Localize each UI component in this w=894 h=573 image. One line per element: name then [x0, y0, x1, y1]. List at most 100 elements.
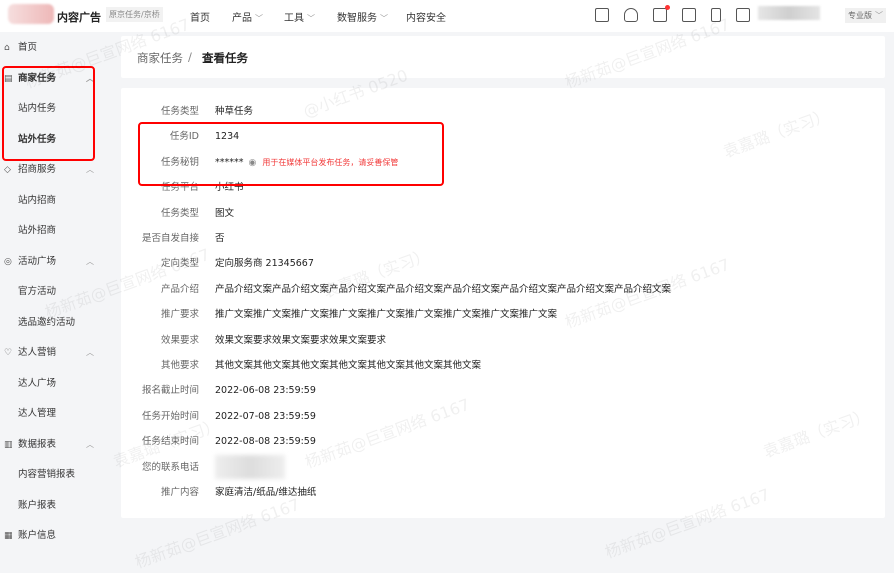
- sidebar-item[interactable]: 达人管理: [0, 407, 105, 421]
- logo[interactable]: [8, 4, 54, 24]
- chevron-up-icon: ︿: [86, 165, 94, 174]
- sidebar-item-label: 商家任务: [18, 72, 57, 84]
- account-subtitle[interactable]: 原京任务/京桥: [106, 7, 163, 22]
- detail-label: 报名截止时间: [141, 385, 199, 397]
- detail-value: 否: [215, 233, 225, 244]
- detail-label: 产品介绍: [160, 283, 199, 295]
- sidebar-item[interactable]: ⌂ 首页: [0, 41, 105, 55]
- detail-row: 任务类型图文: [121, 207, 885, 221]
- detail-value: 推广文案推广文案推广文案推广文案推广文案推广文案推广文案推广文案推广文案: [215, 309, 558, 321]
- sidebar-item[interactable]: ♡达人营销︿: [0, 346, 105, 360]
- detail-value: 其他文案其他文案其他文案其他文案其他文案其他文案其他文案: [215, 360, 482, 371]
- sidebar-item-label: 数据报表: [18, 438, 57, 450]
- detail-value: 定向服务商 21345667: [215, 258, 314, 270]
- report-icon: ▥: [4, 439, 13, 450]
- nav-label: 内容安全: [406, 13, 446, 24]
- sidebar-item[interactable]: ▤ 商家任务 ︿: [0, 72, 105, 86]
- nav-label: 数智服务: [337, 13, 377, 24]
- chevron-up-icon: ︿: [86, 73, 94, 83]
- detail-label: 任务类型: [160, 106, 199, 117]
- nav-item[interactable]: 数智服务﹀: [337, 9, 388, 24]
- sidebar-item[interactable]: ▥ 数据报表 ︿: [0, 438, 105, 452]
- detail-row: 推广要求推广文案推广文案推广文案推广文案推广文案推广文案推广文案推广文案推广文案: [121, 308, 885, 322]
- chevron-up-icon: ︿: [86, 439, 94, 449]
- chevron-up-icon: ︿: [86, 256, 94, 266]
- detail-row: 报名截止时间 2022-06-08 23:59:59: [121, 384, 885, 398]
- sidebar-item[interactable]: 站外任务: [0, 133, 105, 147]
- detail-row: 其他要求其他文案其他文案其他文案其他文案其他文案其他文案其他文案: [121, 359, 885, 373]
- detail-value: 小红书: [215, 182, 244, 194]
- sidebar-item-label: 选品邀约活动: [18, 316, 76, 328]
- nav-item[interactable]: 内容安全: [406, 9, 446, 24]
- brand-title: 内容广告: [57, 11, 101, 24]
- sidebar: ⌂ 首页 ▤ 商家任务 ︿ 站内任务站外任务 ◇招商服务︿ 站内招商站外招商 ◎活动广场︿ 官方活…: [0, 32, 105, 544]
- nav-item[interactable]: 首页: [190, 9, 210, 24]
- detail-row: 定向类型 定向服务商 21345667: [121, 257, 885, 271]
- sidebar-item[interactable]: 内容营销报表: [0, 468, 105, 482]
- detail-label: 任务类型: [160, 207, 199, 219]
- detail-row: 任务平台小红书: [121, 181, 885, 195]
- edition-dropdown[interactable]: 专业版﹀: [845, 8, 886, 23]
- top-bar: 内容广告 原京任务/京桥 首页产品﹀工具﹀数智服务﹀内容安全 专业版﹀: [0, 0, 894, 32]
- detail-value: 种草任务: [215, 106, 254, 117]
- nav-item[interactable]: 产品﹀: [232, 9, 263, 24]
- eye-icon[interactable]: ◉: [248, 157, 257, 168]
- sidebar-item[interactable]: 站内任务: [0, 102, 105, 116]
- detail-row: 产品介绍 产品介绍文案产品介绍文案产品介绍文案产品介绍文案产品介绍文案产品介绍文案…: [121, 283, 885, 297]
- screen-icon[interactable]: [736, 8, 750, 22]
- detail-label: 定向类型: [160, 258, 199, 270]
- sidebar-item[interactable]: 选品邀约活动: [0, 316, 105, 330]
- sidebar-item[interactable]: 站外招商: [0, 224, 105, 238]
- secret-hint: 用于在媒体平台发布任务，请妥善保管: [262, 157, 399, 167]
- detail-label: 任务秘钥: [160, 156, 199, 168]
- chevron-down-icon: ﹀: [380, 14, 388, 23]
- nav-label: 首页: [190, 13, 210, 24]
- search-doc-icon[interactable]: [595, 8, 609, 22]
- sidebar-item[interactable]: 站内招商: [0, 194, 105, 208]
- notification-dot: [665, 5, 670, 10]
- sidebar-item-label: 站内招商: [18, 194, 57, 206]
- sidebar-item[interactable]: ▦ 账户信息: [0, 529, 105, 543]
- home-icon: ⌂: [4, 43, 10, 53]
- sidebar-item-label: 达人广场: [18, 377, 57, 389]
- detail-value: 2022-06-08 23:59:59: [215, 385, 316, 397]
- nav-item[interactable]: 工具﹀: [284, 9, 315, 24]
- sidebar-item[interactable]: ◇招商服务︿: [0, 163, 105, 177]
- account-icon: ▦: [4, 531, 13, 541]
- sidebar-item-label: 账户信息: [18, 530, 57, 541]
- sidebar-item-label: 站外招商: [18, 225, 57, 236]
- user-info[interactable]: [758, 6, 820, 20]
- chevron-down-icon: ﹀: [255, 14, 263, 23]
- sidebar-item-label: 首页: [18, 42, 38, 53]
- sidebar-item-label: 达人营销: [18, 347, 57, 358]
- tablet-icon[interactable]: [711, 8, 721, 22]
- detail-row: 是否自发自接否: [121, 232, 885, 246]
- nav-label: 工具: [284, 13, 304, 24]
- sidebar-item-label: 官方活动: [18, 286, 57, 297]
- doc-icon: ▤: [4, 73, 13, 84]
- phone-value-blurred: [215, 454, 285, 479]
- sidebar-item-label: 站内任务: [18, 103, 57, 114]
- sidebar-item[interactable]: 官方活动: [0, 285, 105, 299]
- detail-row: 推广内容家庭清洁/纸品/维达抽纸: [121, 486, 885, 500]
- detail-label: 任务结束时间: [141, 436, 199, 448]
- detail-label: 任务ID: [169, 131, 199, 143]
- check-circle-icon: ◎: [4, 256, 12, 267]
- sidebar-item[interactable]: 达人广场: [0, 377, 105, 391]
- highlight-box-sidebar: [2, 66, 95, 161]
- mail-icon[interactable]: [653, 5, 670, 22]
- detail-label: 效果要求: [160, 334, 199, 346]
- graduation-cap-icon[interactable]: [624, 8, 638, 22]
- detail-value: 产品介绍文案产品介绍文案产品介绍文案产品介绍文案产品介绍文案产品介绍文案产品介绍…: [215, 283, 672, 295]
- detail-label: 任务开始时间: [141, 410, 199, 422]
- sidebar-item-label: 达人管理: [18, 408, 57, 419]
- edit-doc-icon[interactable]: [682, 8, 696, 22]
- sidebar-item-label: 账户报表: [18, 499, 57, 511]
- sidebar-item[interactable]: ◎活动广场︿: [0, 255, 105, 269]
- breadcrumb-parent[interactable]: 商家任务: [137, 51, 183, 65]
- sidebar-item[interactable]: 账户报表: [0, 499, 105, 513]
- detail-row: 您的联系电话: [121, 454, 885, 479]
